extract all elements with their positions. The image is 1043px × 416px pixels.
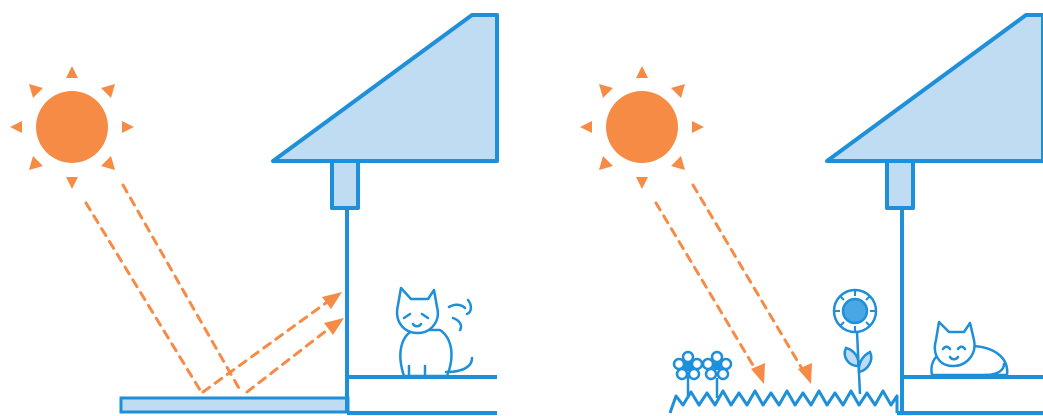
sunflower-icon	[834, 290, 876, 394]
sweat-drops-icon	[449, 300, 471, 330]
panel-green-ground	[580, 15, 1043, 413]
relaxed-cat-icon	[931, 322, 1007, 375]
hot-cat-icon	[397, 288, 472, 376]
house-roof	[273, 15, 497, 161]
reflected-heat-rays	[203, 300, 331, 392]
house-roof-right	[827, 15, 1043, 161]
house	[273, 15, 497, 208]
sun-icon-right	[580, 66, 704, 189]
pavement-slab	[121, 398, 348, 412]
flower-icon-2	[703, 352, 731, 398]
panel-reflective-pavement	[10, 15, 497, 413]
absorbed-arrowheads	[751, 363, 812, 384]
incoming-sun-rays	[86, 185, 240, 390]
reflected-arrowheads	[322, 292, 344, 335]
sun-icon	[10, 66, 134, 189]
house-eave-right	[887, 161, 913, 208]
incoming-sun-rays-right	[656, 185, 804, 372]
house-right	[827, 15, 1043, 208]
flower-icon	[674, 352, 702, 398]
grass-strip	[670, 391, 897, 413]
house-eave	[332, 161, 358, 208]
